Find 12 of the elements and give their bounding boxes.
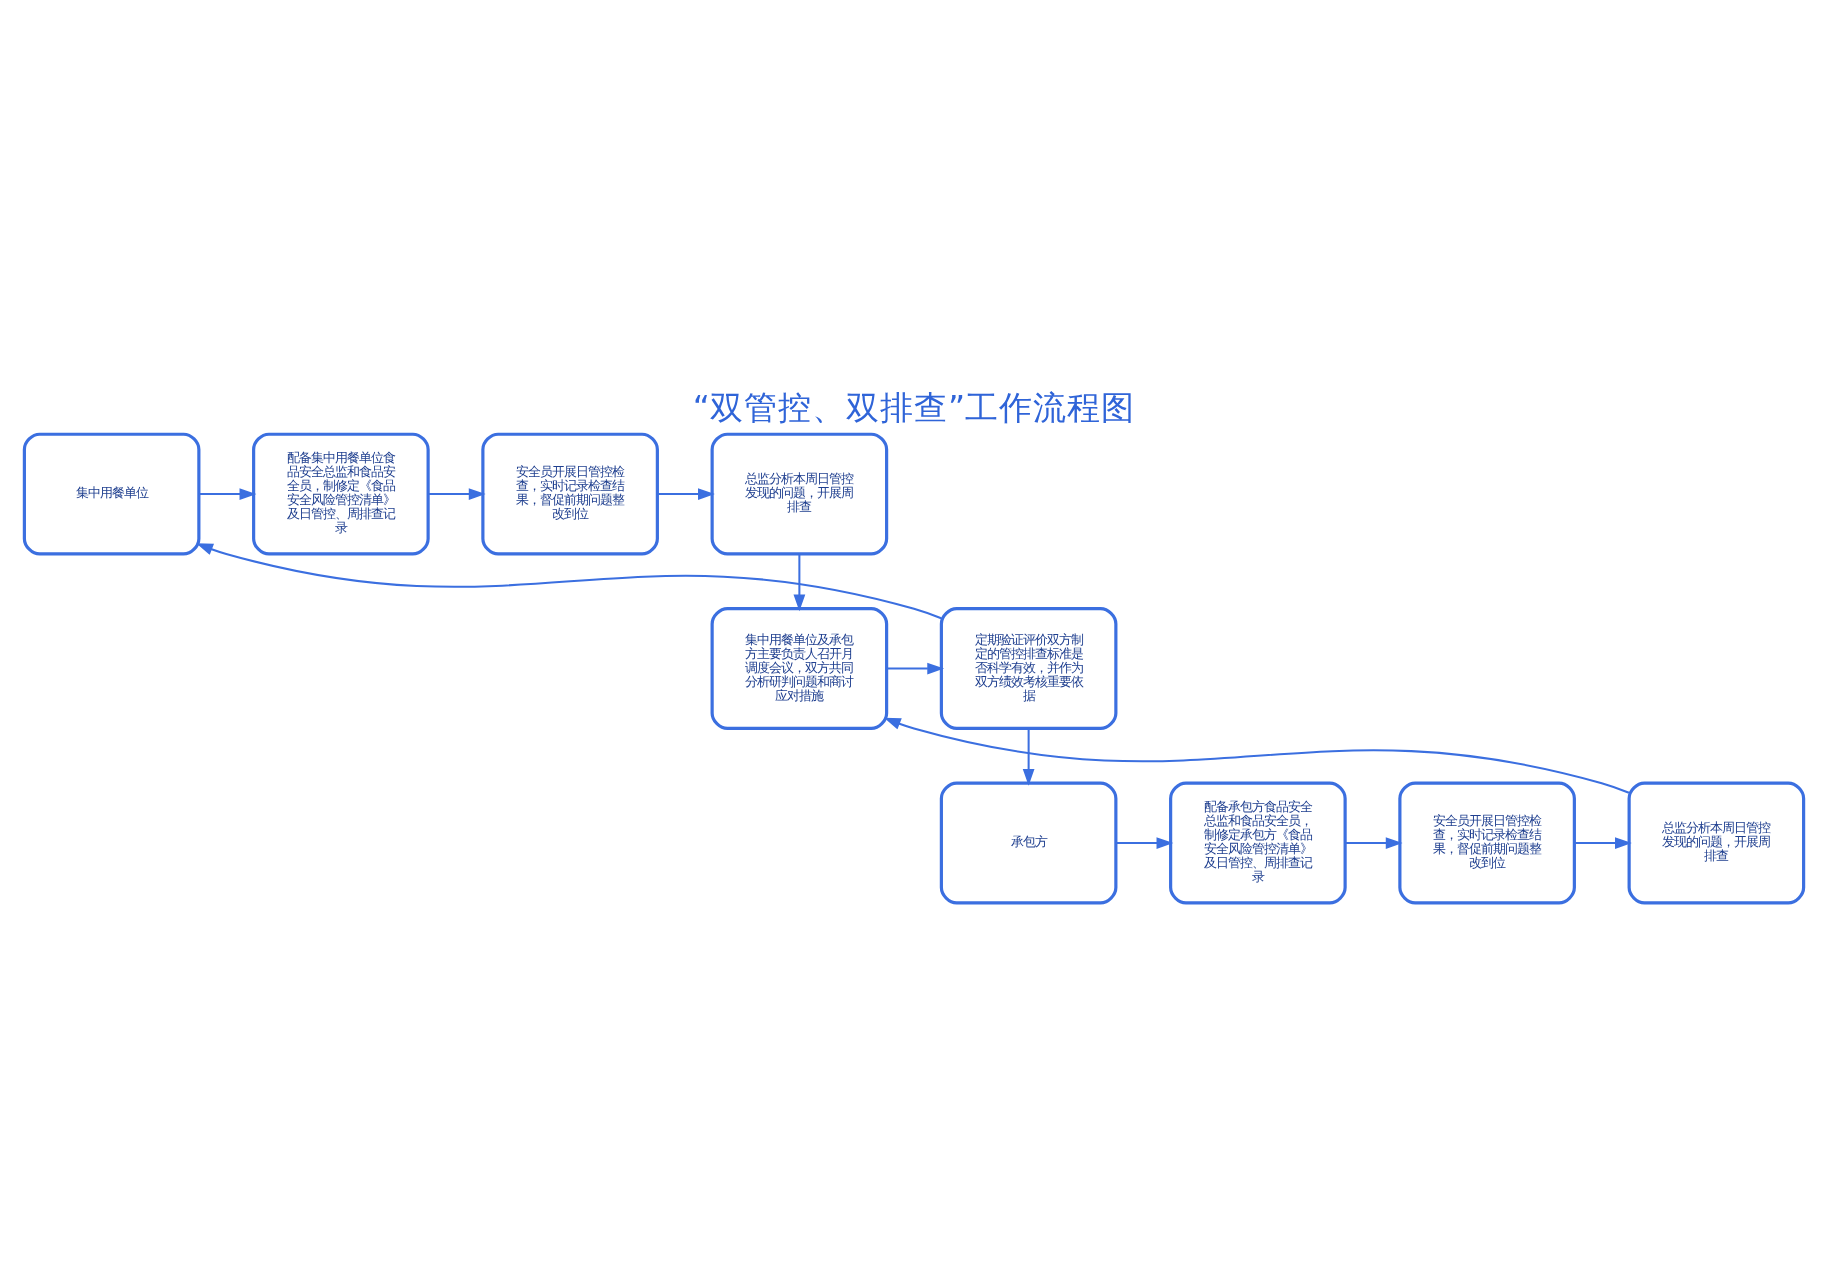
arrow xyxy=(657,487,715,499)
arrow xyxy=(1574,836,1632,848)
arrow xyxy=(196,542,942,619)
arrow xyxy=(793,553,806,611)
arrow xyxy=(883,716,1630,793)
arrow xyxy=(428,487,486,499)
arrow xyxy=(1115,836,1174,848)
arrow xyxy=(1022,727,1035,785)
arrow xyxy=(1345,836,1403,848)
arrow xyxy=(886,661,945,674)
diagram-title: “双管控、双排查”工作流程图 xyxy=(692,387,1136,426)
arrow xyxy=(198,487,257,499)
